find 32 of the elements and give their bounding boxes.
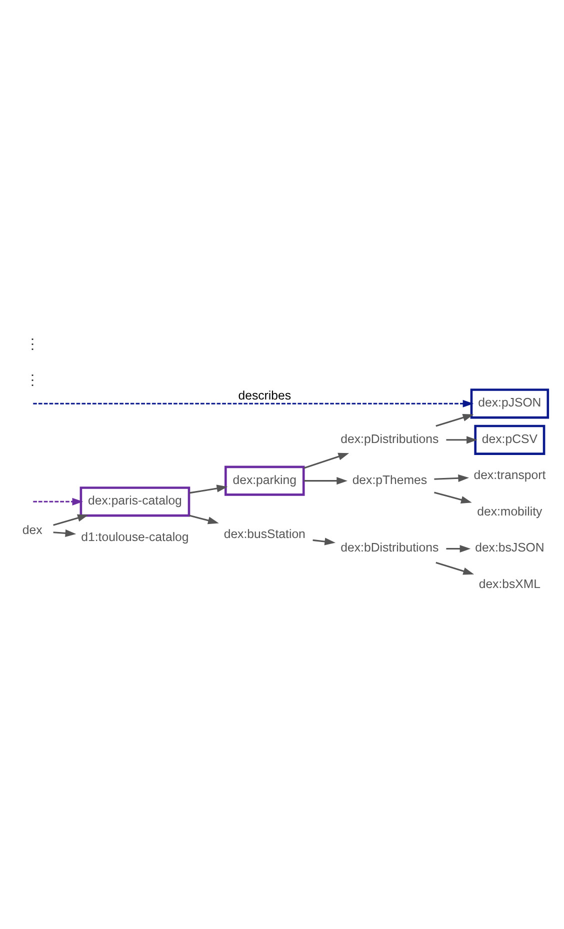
arrow bbox=[189, 514, 219, 524]
node-box: dex:paris-catalog bbox=[80, 486, 190, 516]
label: ⋮ bbox=[25, 371, 40, 388]
node-text: d1:toulouse-catalog bbox=[81, 529, 189, 544]
node-text: dex:pThemes bbox=[352, 472, 428, 486]
arrow bbox=[304, 476, 348, 484]
arrow bbox=[436, 413, 474, 426]
arrow bbox=[434, 491, 472, 503]
arrow bbox=[53, 514, 88, 526]
node-box: dex:parking bbox=[224, 465, 305, 496]
arrow bbox=[312, 537, 336, 545]
node-text: dex bbox=[22, 522, 42, 536]
node-text: dex:mobility bbox=[477, 504, 542, 518]
node-text: dex:bsXML bbox=[478, 576, 541, 590]
arrow bbox=[446, 544, 471, 552]
node-text: dex:bsJSON bbox=[475, 540, 544, 554]
node-text: dex:busStation bbox=[224, 526, 306, 540]
label: ⋮ bbox=[25, 334, 40, 351]
arrow bbox=[189, 484, 228, 494]
node-text: dex:pDistributions bbox=[340, 431, 439, 446]
arrow bbox=[436, 561, 474, 574]
node-box: dex:pCSV bbox=[474, 424, 546, 454]
arrow bbox=[53, 528, 76, 536]
arrow bbox=[434, 474, 470, 482]
arrow bbox=[33, 399, 474, 407]
node-box: dex:pJSON bbox=[470, 388, 550, 418]
edge-label: describes bbox=[238, 388, 292, 402]
arrow bbox=[446, 436, 478, 444]
arrow bbox=[304, 452, 350, 468]
node-text: dex:bDistributions bbox=[340, 540, 439, 554]
node-text: dex:transport bbox=[474, 468, 546, 482]
arrow bbox=[33, 497, 84, 505]
